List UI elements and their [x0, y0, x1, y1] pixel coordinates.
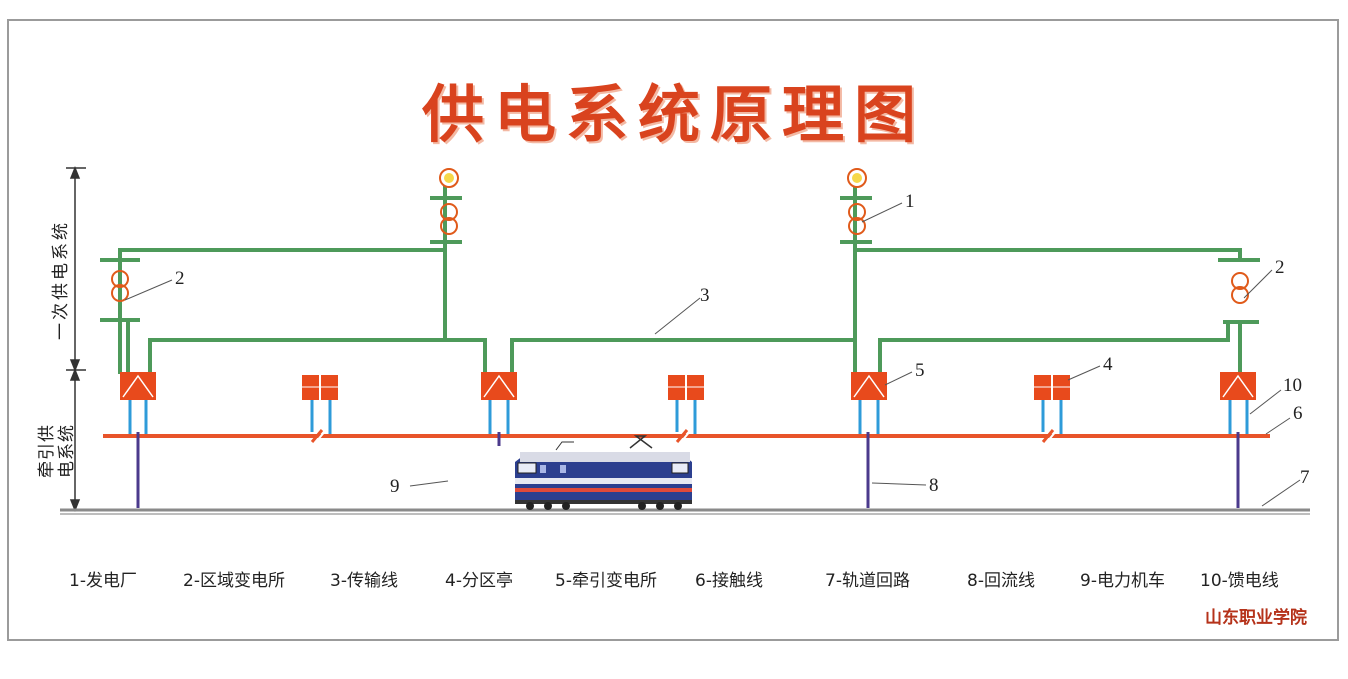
locomotive-icon	[515, 435, 692, 510]
legend-item: 4-分区亭	[445, 571, 513, 591]
callout-number: 7	[1300, 467, 1310, 488]
traction-substation-icon	[1220, 372, 1256, 400]
rail-track	[60, 508, 1310, 515]
transformer-icon	[1231, 286, 1249, 304]
school-name: 山东职业学院	[1205, 608, 1307, 628]
section-post-icon	[668, 375, 704, 400]
callout-number: 4	[1103, 354, 1113, 375]
callout-number: 6	[1293, 403, 1303, 424]
callout-number: 1	[905, 191, 915, 212]
traction-system-label-2: 电系统	[57, 424, 77, 478]
traction-substation-icon	[481, 372, 517, 400]
page-title: 供电系统原理图	[421, 78, 926, 151]
legend-item: 8-回流线	[967, 571, 1035, 591]
transformer-icon	[440, 217, 458, 235]
transformer-icon	[1231, 272, 1249, 290]
legend: 1-发电厂 2-区域变电所 3-传输线 4-分区亭 5-牵引变电所 6-接触线 …	[55, 566, 1305, 591]
callout-number: 9	[390, 476, 400, 497]
callout-number: 2	[175, 268, 185, 289]
legend-item: 10-馈电线	[1200, 571, 1279, 591]
feeder-lines	[128, 400, 1249, 436]
transformer-icon	[440, 203, 458, 221]
section-post-icon	[302, 375, 338, 400]
transformer-icon	[111, 270, 129, 288]
transmission-lines	[100, 176, 1260, 374]
diagram-frame	[7, 19, 1339, 641]
legend-item: 7-轨道回路	[825, 571, 910, 591]
leader-lines	[124, 202, 1301, 507]
return-lines	[136, 432, 1240, 508]
legend-item: 3-传输线	[330, 571, 398, 591]
traction-substation-icon	[120, 372, 156, 400]
contact-wire	[103, 429, 1270, 443]
traction-substation-icon	[851, 372, 887, 400]
callout-numbers: 1 2 2 3 4 5 6 7 8 9 10	[175, 191, 1310, 497]
legend-item: 5-牵引变电所	[555, 571, 657, 591]
transformer-icon	[848, 217, 866, 235]
traction-system-label-1: 牵引供	[37, 424, 57, 478]
transformer-icon	[848, 203, 866, 221]
generator-icons	[439, 168, 867, 188]
callout-number: 8	[929, 475, 939, 496]
callout-number: 3	[700, 285, 710, 306]
callout-number: 2	[1275, 257, 1285, 278]
section-posts	[302, 375, 1070, 400]
traction-substations	[120, 372, 1256, 400]
legend-item: 9-电力机车	[1080, 571, 1165, 591]
callout-number: 5	[915, 360, 925, 381]
primary-system-label: 一次供电系统	[51, 220, 71, 340]
transformer-icons	[111, 203, 1249, 304]
transformer-icon	[111, 284, 129, 302]
legend-item: 6-接触线	[695, 571, 763, 591]
section-post-icon	[1034, 375, 1070, 400]
callout-number: 10	[1283, 375, 1302, 396]
legend-item: 2-区域变电所	[183, 571, 285, 591]
legend-item: 1-发电厂	[69, 571, 137, 591]
